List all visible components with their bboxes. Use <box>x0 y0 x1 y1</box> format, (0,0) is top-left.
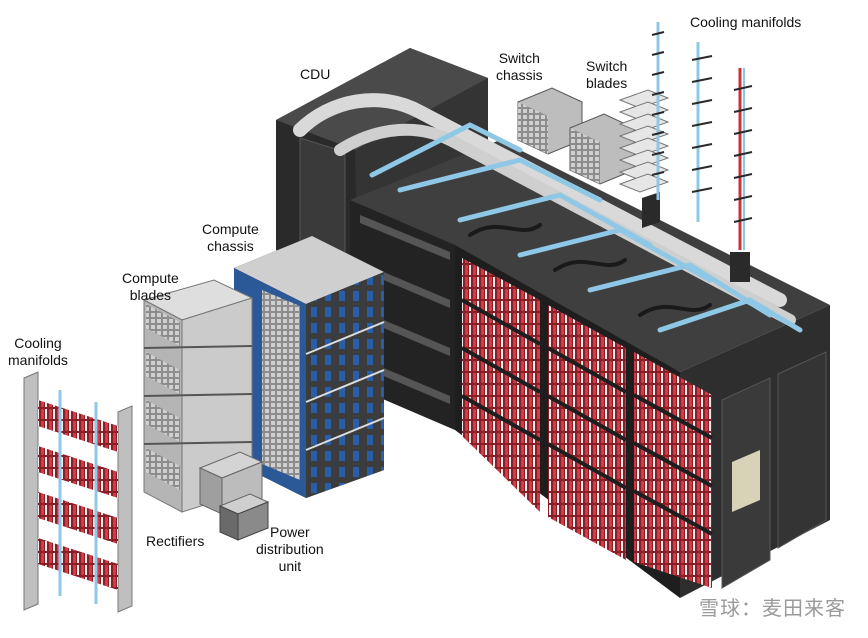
cooling-pipes <box>293 93 803 333</box>
label-compute-chassis: Compute chassis <box>202 221 259 254</box>
rack-3-blades <box>633 352 713 588</box>
power-distribution-unit <box>218 493 270 541</box>
label-power-distribution-unit: Power distribution unit <box>256 524 324 574</box>
compute-chassis <box>234 236 385 498</box>
label-switch-blades: Switch blades <box>586 58 628 91</box>
cooling-manifolds-left <box>23 371 133 613</box>
label-rectifiers: Rectifiers <box>146 533 205 549</box>
label-cdu: CDU <box>300 66 331 82</box>
label-compute-blades: Compute blades <box>122 270 179 303</box>
label-switch-chassis: Switch chassis <box>496 50 543 83</box>
rack-1-blades <box>461 258 541 512</box>
cooling-manifolds-top <box>651 22 753 282</box>
end-panels <box>721 351 827 589</box>
switch-chassis-2 <box>569 113 635 185</box>
watermark: 雪球：麦田来客 <box>699 598 846 620</box>
rack-2-blades <box>547 305 627 560</box>
label-cooling-manifolds-top: Cooling manifolds <box>690 14 802 30</box>
label-cooling-manifolds-left: Cooling manifolds <box>8 335 68 368</box>
